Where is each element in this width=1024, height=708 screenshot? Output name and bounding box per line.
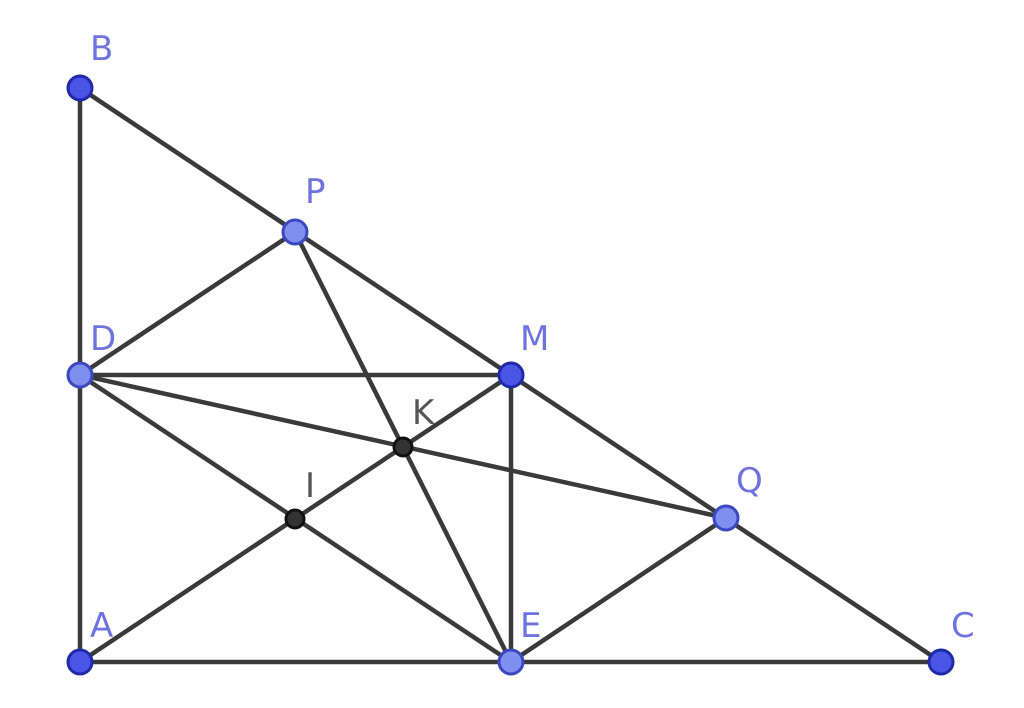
label-a: A	[90, 606, 113, 646]
label-d: D	[90, 319, 116, 359]
point-p	[281, 218, 309, 246]
label-p: P	[305, 172, 326, 212]
segment-dp	[77, 229, 298, 378]
label-b: B	[90, 29, 113, 69]
label-c: C	[951, 606, 975, 646]
point-b	[66, 74, 94, 102]
labels-layer: B P D M K I Q A E C	[90, 29, 975, 646]
label-e: E	[520, 606, 541, 646]
label-k: K	[412, 393, 436, 433]
points-layer	[66, 74, 955, 676]
label-m: M	[520, 319, 549, 359]
point-d	[66, 361, 94, 389]
segment-eq	[508, 515, 729, 665]
point-c	[927, 648, 955, 676]
label-q: Q	[736, 461, 763, 501]
point-a	[66, 648, 94, 676]
point-e	[497, 648, 525, 676]
point-q	[712, 504, 740, 532]
point-m	[497, 361, 525, 389]
point-i	[284, 508, 306, 530]
point-k	[392, 436, 414, 458]
label-i: I	[305, 466, 315, 506]
